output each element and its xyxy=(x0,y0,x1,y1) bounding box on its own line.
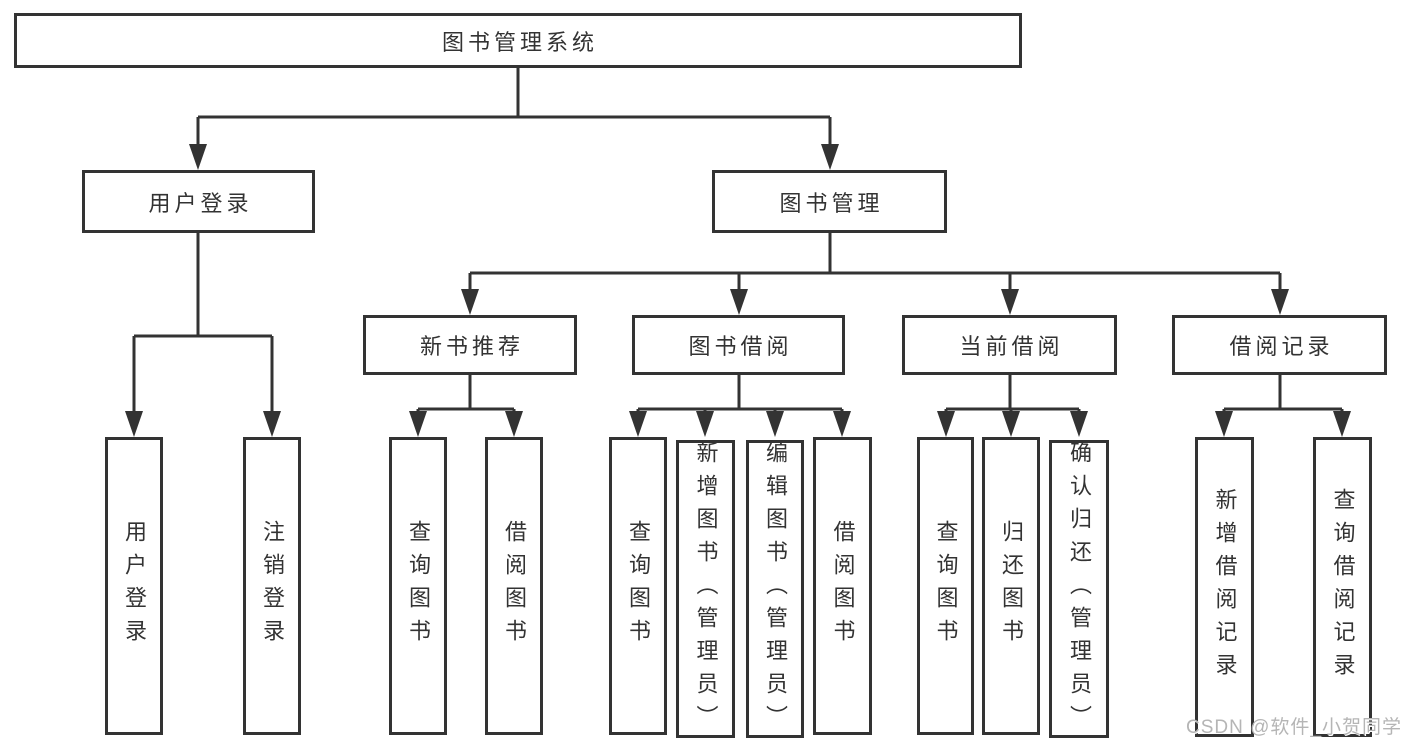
leaf-login: 用户登录 xyxy=(105,437,163,735)
leaf-bb-query-books: 查询图书 xyxy=(609,437,667,735)
leaf-cb-query-books-label: 查询图书 xyxy=(933,520,959,652)
node-new-book-recommend: 新书推荐 xyxy=(363,315,577,375)
leaf-logout: 注销登录 xyxy=(243,437,301,735)
arrowheads xyxy=(125,144,1351,437)
leaf-br-query-record: 查询借阅记录 xyxy=(1313,437,1372,737)
leaf-bb-add-books-label: 新增图书（管理员） xyxy=(693,440,719,738)
node-book-borrow: 图书借阅 xyxy=(632,315,845,375)
leaf-br-add-record: 新增借阅记录 xyxy=(1195,437,1254,737)
leaf-nb-query-books: 查询图书 xyxy=(389,437,447,735)
node-book-management: 图书管理 xyxy=(712,170,947,233)
node-borrow-records: 借阅记录 xyxy=(1172,315,1387,375)
watermark: CSDN @软件_小贺同学 xyxy=(1186,717,1402,738)
leaf-cb-confirm-return-label: 确认归还（管理员） xyxy=(1067,440,1092,738)
leaf-cb-return-books-label: 归还图书 xyxy=(999,520,1024,652)
leaf-login-label: 用户登录 xyxy=(122,520,147,652)
leaf-nb-query-books-label: 查询图书 xyxy=(406,520,431,652)
node-current-borrow: 当前借阅 xyxy=(902,315,1117,375)
leaf-br-add-record-label: 新增借阅记录 xyxy=(1212,488,1238,686)
leaf-logout-label: 注销登录 xyxy=(260,520,285,652)
leaf-bb-query-books-label: 查询图书 xyxy=(626,520,651,652)
leaf-bb-add-books: 新增图书（管理员） xyxy=(676,440,735,738)
leaf-cb-confirm-return: 确认归还（管理员） xyxy=(1049,440,1109,738)
leaf-bb-edit-books-label: 编辑图书（管理员） xyxy=(763,440,788,738)
leaf-cb-query-books: 查询图书 xyxy=(917,437,974,735)
leaf-bb-edit-books: 编辑图书（管理员） xyxy=(746,440,804,738)
leaf-bb-borrow-books-label: 借阅图书 xyxy=(830,520,856,652)
leaf-br-query-record-label: 查询借阅记录 xyxy=(1330,488,1356,686)
node-user-login: 用户登录 xyxy=(82,170,315,233)
leaf-nb-borrow-books: 借阅图书 xyxy=(485,437,543,735)
leaf-cb-return-books: 归还图书 xyxy=(982,437,1040,735)
leaf-bb-borrow-books: 借阅图书 xyxy=(813,437,872,735)
leaf-nb-borrow-books-label: 借阅图书 xyxy=(502,520,527,652)
node-root: 图书管理系统 xyxy=(14,13,1022,68)
